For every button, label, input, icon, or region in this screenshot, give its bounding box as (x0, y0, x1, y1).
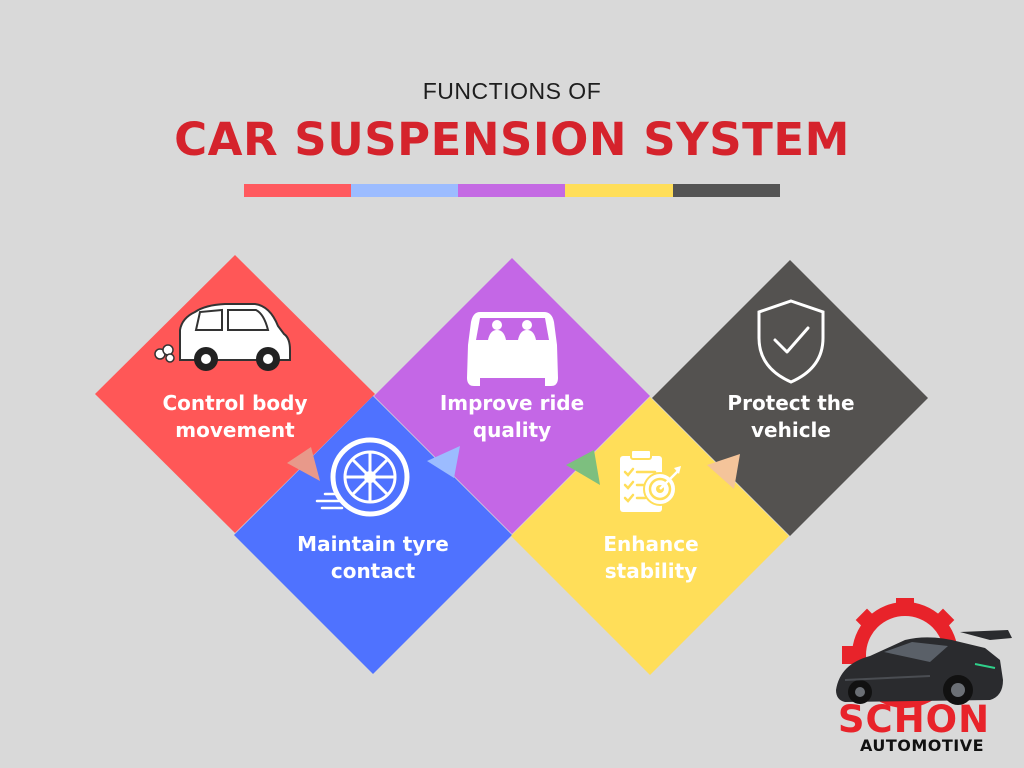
color-bar-segment-3 (458, 184, 565, 197)
color-bar-segment-5 (673, 184, 780, 197)
checklist-target-icon (620, 449, 681, 512)
logo-brand: SCHON (837, 698, 991, 741)
arrow-2 (427, 446, 460, 478)
color-bar-segment-1 (244, 184, 351, 197)
arrow-3 (566, 450, 600, 485)
shield-check-icon (757, 299, 825, 384)
pretitle: FUNCTIONS OF (422, 78, 602, 104)
color-bar-segment-2 (351, 184, 458, 197)
passengers-car-icon (467, 312, 558, 386)
arrow-4 (707, 454, 740, 489)
tyre-icon (315, 437, 410, 517)
arrow-1 (287, 447, 320, 481)
color-bar-segment-4 (565, 184, 673, 197)
logo-car-icon (836, 630, 1012, 705)
page-title: CAR SUSPENSION SYSTEM (174, 113, 850, 166)
car-icon (154, 303, 291, 371)
logo-subtitle: AUTOMOTIVE (859, 736, 985, 755)
